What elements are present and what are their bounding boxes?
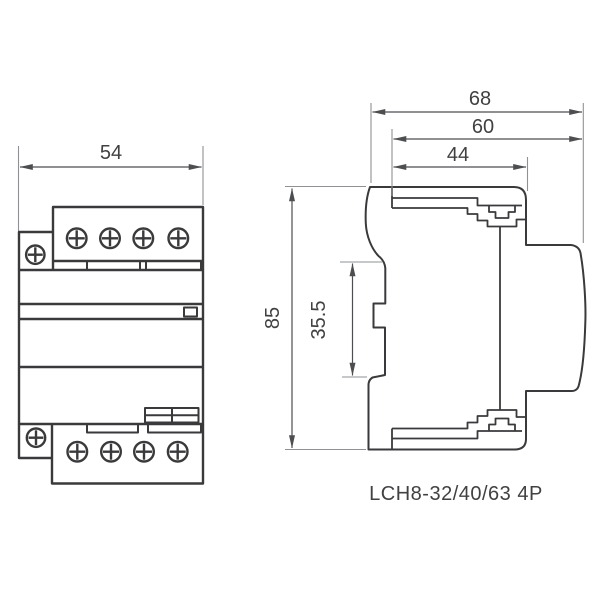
- dimension-60-depth: 60: [391, 116, 583, 196]
- screw-terminal-icon: [66, 440, 89, 463]
- screw-terminal-icon: [25, 427, 47, 449]
- lower-tab-right: [147, 424, 202, 434]
- screw-terminal-icon: [65, 227, 88, 250]
- terminal-screws-bottom: [25, 427, 189, 463]
- dimension-35-5-notch: 35.5: [308, 261, 382, 378]
- upper-tab-left: [86, 261, 141, 271]
- drawing-title: LCH8-32/40/63 4P: [369, 483, 543, 505]
- dimension-label-60: 60: [472, 116, 494, 138]
- clamp-notch: [488, 205, 516, 219]
- dimension-85-height: 85: [262, 185, 366, 451]
- dimension-68-depth: 68: [370, 88, 584, 243]
- terminal-clamp-detail-top: [391, 187, 526, 228]
- dimension-44-depth: 44: [393, 144, 529, 191]
- clamp-step-line: [392, 197, 522, 207]
- marking-table: [144, 407, 200, 424]
- dimension-label-35-5: 35.5: [308, 301, 330, 340]
- screw-terminal-icon: [132, 440, 155, 463]
- screw-terminal-icon: [98, 227, 121, 250]
- lower-terminal-block: [50, 424, 205, 485]
- upper-left-block: [17, 230, 53, 270]
- screw-terminal-icon: [99, 440, 122, 463]
- front-view-outline: [17, 205, 205, 485]
- clamp-step-line: [392, 430, 522, 440]
- dimension-label-44: 44: [447, 144, 469, 166]
- terminal-screws-top: [24, 227, 190, 266]
- clamp-staircase: [392, 409, 526, 430]
- lower-left-block: [17, 424, 53, 460]
- main-body: [17, 268, 205, 426]
- screw-terminal-icon: [132, 227, 155, 250]
- dimension-label-54: 54: [100, 142, 122, 164]
- dimension-label-85: 85: [262, 307, 284, 329]
- clamp-notch: [488, 417, 516, 431]
- indicator-window: [183, 306, 198, 318]
- clamp-staircase: [392, 207, 526, 228]
- lower-tab-left: [86, 424, 139, 434]
- dimension-label-68: 68: [469, 88, 491, 110]
- screw-terminal-icon: [24, 244, 46, 266]
- screw-terminal-icon: [166, 440, 189, 463]
- upper-terminal-block: [51, 205, 205, 270]
- front-view: 54: [17, 142, 205, 485]
- side-view: 68 60 44 85 35.5: [262, 88, 587, 451]
- side-view-outline: [364, 186, 587, 451]
- screw-terminal-icon: [167, 227, 190, 250]
- terminal-clamp-detail-bottom: [391, 409, 526, 449]
- upper-tab-right: [145, 261, 202, 271]
- dimension-54-width: 54: [17, 142, 204, 231]
